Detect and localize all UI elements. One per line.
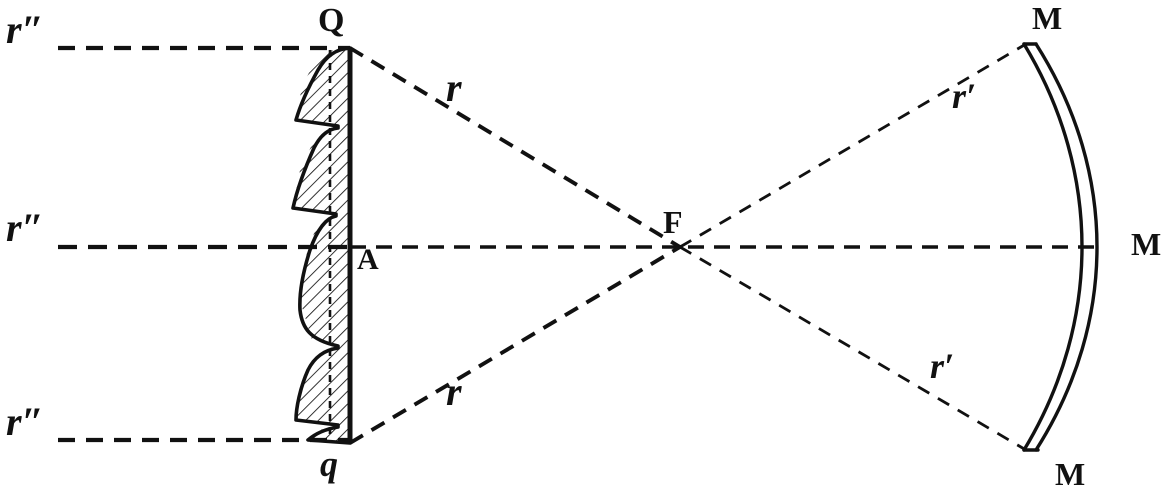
label-lens-bottom: q (320, 444, 338, 484)
refracted-ray-top-line (348, 46, 682, 249)
mirror-outer-surface (1034, 42, 1099, 452)
reflected-ray-group (679, 42, 1027, 452)
label-refracted-ray-bottom: r (446, 369, 462, 414)
label-mirror-bottom: M (1055, 456, 1086, 492)
label-focus: F (663, 204, 683, 240)
label-mirror-middle: M (1131, 226, 1162, 262)
reflected-ray-top-line (679, 42, 1027, 249)
lens-outline (291, 46, 352, 445)
label-incident-ray-top: r″ (6, 7, 44, 52)
label-lens-top: Q (318, 2, 345, 39)
refracted-ray-bottom-line (349, 245, 681, 445)
fresnel-lens (291, 46, 353, 445)
refracted-ray-group (348, 46, 682, 445)
label-lens-center: A (357, 243, 379, 276)
incident-ray-group (58, 45, 350, 443)
label-reflected-ray-top: r′ (952, 76, 977, 116)
label-incident-ray-middle: r″ (6, 205, 44, 250)
label-reflected-ray-bottom: r′ (930, 346, 955, 386)
concave-mirror (1022, 42, 1099, 452)
label-refracted-ray-top: r (446, 65, 462, 110)
label-incident-ray-bottom: r″ (6, 399, 44, 444)
reflected-ray-bottom-line (679, 245, 1027, 452)
mirror-inner-surface (1022, 42, 1084, 452)
label-mirror-top: M (1032, 0, 1063, 36)
